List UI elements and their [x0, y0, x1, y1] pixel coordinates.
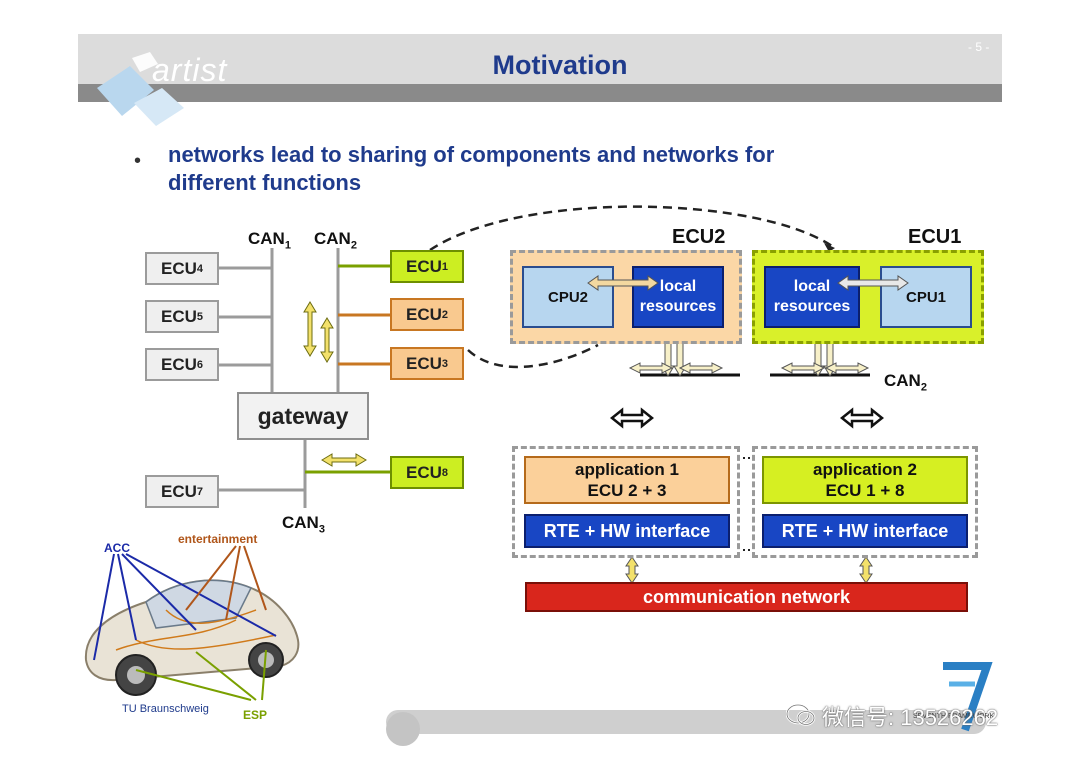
esp-label: ESP: [243, 708, 268, 722]
communication-network-bar: communication network: [525, 582, 968, 612]
artist-logo-graphic: [97, 52, 184, 126]
header-bar: [78, 34, 1002, 84]
can3-label: CAN3: [282, 513, 325, 536]
footer-bar: [386, 710, 986, 734]
can2-right-label: CAN2: [884, 371, 927, 394]
bullet-line-1: networks lead to sharing of components a…: [168, 142, 775, 167]
bullet-dot: •: [134, 150, 142, 172]
tu-braunschweig-credit: TU Braunschweig: [122, 703, 209, 715]
can2-label: CAN2: [314, 229, 357, 252]
bullet-line-2: different functions: [168, 170, 362, 195]
footer-circle: [386, 712, 420, 746]
entertainment-label: entertainment: [178, 532, 258, 546]
artist-logo: artist: [152, 52, 228, 88]
rte-hw-interface-2: RTE + HW interface: [762, 514, 968, 548]
acc-label: ACC: [104, 541, 130, 555]
wechat-watermark: 微信号: 13526262: [822, 705, 999, 730]
ecu2-group-title: ECU2: [672, 226, 726, 248]
rte-hw-interface-1: RTE + HW interface: [524, 514, 730, 548]
cpu2-box: CPU2: [522, 266, 614, 328]
car-illustration: [84, 545, 300, 701]
wechat-icon: [786, 703, 816, 726]
fp7-logo-icon: [943, 662, 993, 732]
gateway-box: gateway: [237, 392, 369, 440]
page-title: Motivation: [492, 50, 628, 80]
bullet-text: networks lead to sharing of components a…: [168, 141, 928, 197]
header-strip: [78, 84, 1002, 102]
ecu1-group-title: ECU1: [908, 226, 962, 248]
cpu1-box: CPU1: [880, 266, 972, 328]
can1-label: CAN1: [248, 229, 291, 252]
page-number: - 5 -: [968, 40, 990, 54]
fp7-badge: SEVENTH FRAMEWORK: [913, 713, 995, 720]
